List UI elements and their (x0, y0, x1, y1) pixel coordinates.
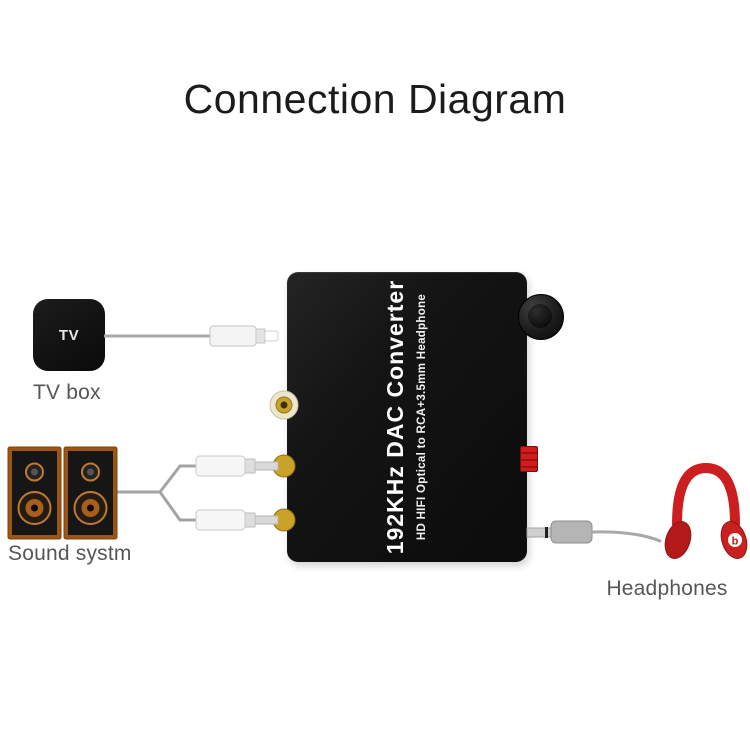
optical-cable-icon (104, 325, 279, 347)
tv-box-icon-label: TV (58, 326, 80, 344)
speakers-icon (7, 446, 118, 540)
headphones-logo: b (732, 536, 739, 548)
tv-box-icon: TV (33, 299, 105, 371)
page-title: Connection Diagram (183, 76, 567, 122)
tv-box-label: TV box (33, 381, 101, 404)
dac-converter-device (287, 272, 527, 562)
sound-system-label: Sound systm (8, 542, 132, 565)
headphones-icon: b (664, 462, 748, 559)
headphones-label: Headphones (606, 577, 728, 600)
rca-plug-bottom-icon (195, 509, 279, 531)
rca-plug-top-icon (195, 455, 279, 477)
red-switch-icon (520, 446, 538, 472)
aux-plug-icon (526, 520, 662, 544)
speaker-cable-icon (116, 464, 200, 522)
volume-knob-icon (518, 294, 564, 340)
